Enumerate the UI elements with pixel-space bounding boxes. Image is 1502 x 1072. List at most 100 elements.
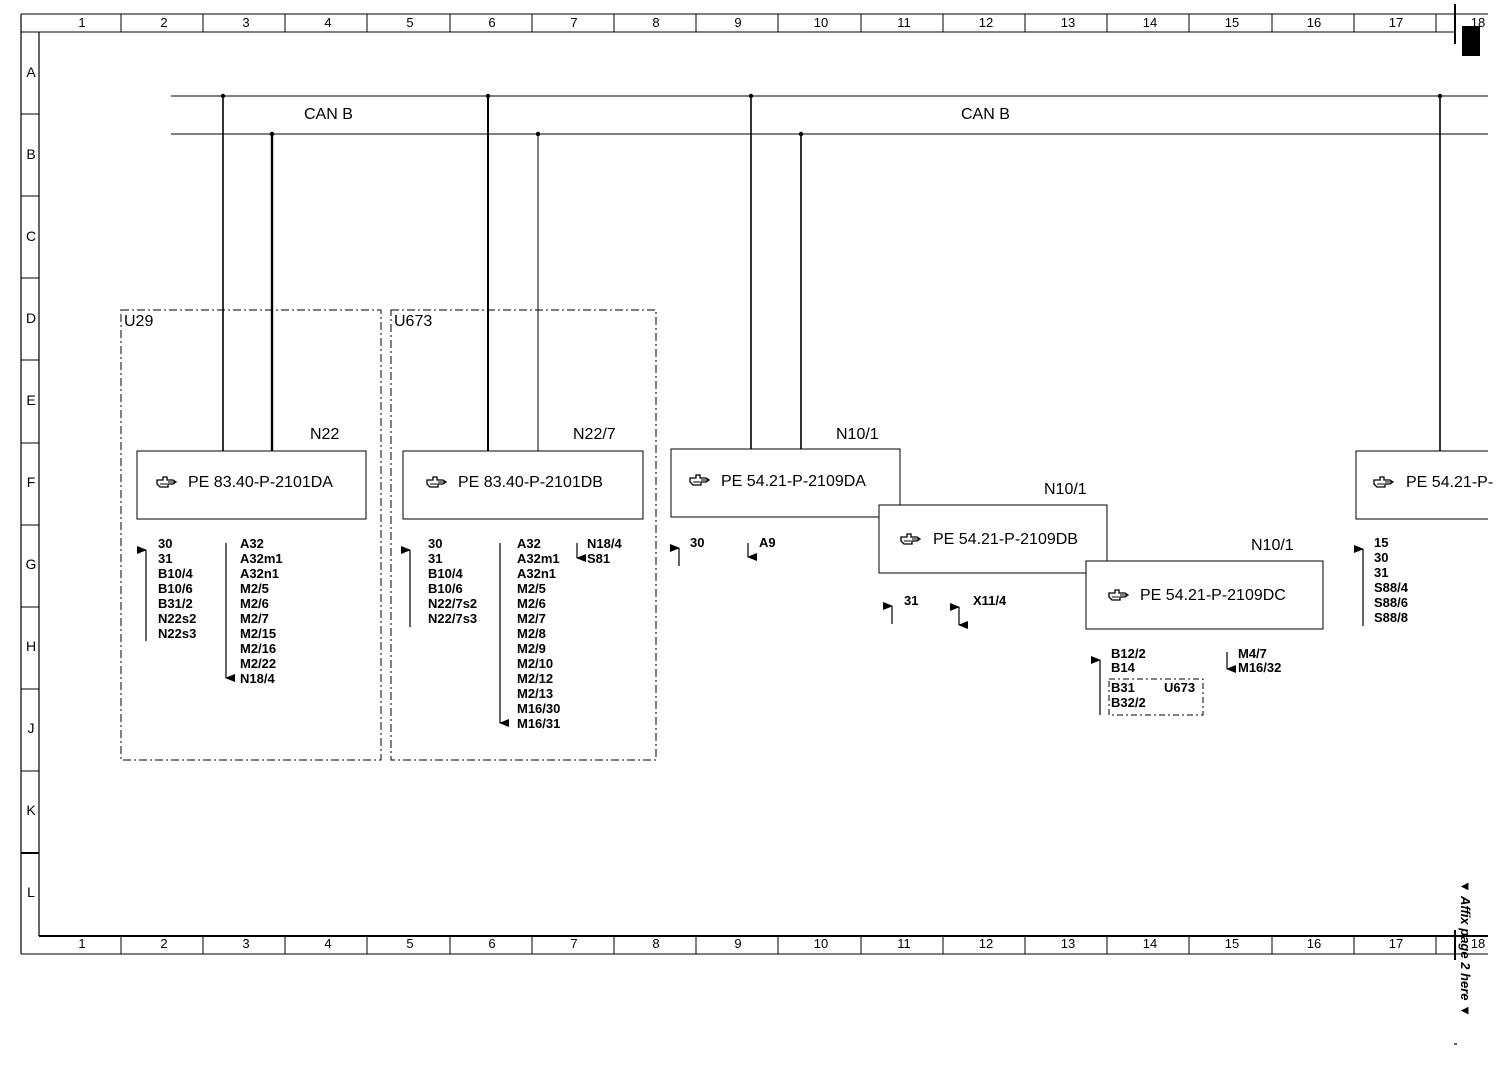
signal-label: M2/22 bbox=[240, 656, 276, 671]
module-n10-1-da-ref: PE 54.21-P-2109DA bbox=[721, 473, 866, 490]
module-n10-1-da[interactable]: N10/1 PE 54.21-P-2109DA bbox=[670, 426, 901, 518]
signal-label: M2/8 bbox=[517, 626, 546, 641]
signal-label: 30 bbox=[428, 536, 442, 551]
signal-label: N22/7s3 bbox=[428, 611, 477, 626]
signals-n10c: B12/2 B14 B31 B32/2 M4/7 M16/32 bbox=[1111, 646, 1281, 710]
module-n10-1-db-ref: PE 54.21-P-2109DB bbox=[933, 531, 1078, 548]
col-label: 9 bbox=[734, 936, 741, 951]
col-label: 2 bbox=[160, 15, 167, 30]
signal-label: M4/7 bbox=[1238, 646, 1267, 661]
module-n22[interactable]: N22 PE 83.40-P-2101DA bbox=[136, 426, 367, 520]
signal-label: B10/4 bbox=[158, 566, 193, 581]
col-label: 5 bbox=[406, 936, 413, 951]
signal-label: N22s3 bbox=[158, 626, 196, 641]
module-n22-7-name: N22/7 bbox=[573, 426, 616, 443]
signals-n22-7-out: A32 A32m1 A32n1 M2/5 M2/6 M2/7 M2/8 M2/9… bbox=[517, 536, 560, 731]
signal-label: B12/2 bbox=[1111, 646, 1146, 661]
row-label: K bbox=[26, 802, 36, 818]
signal-label: A32n1 bbox=[240, 566, 279, 581]
row-label: A bbox=[26, 64, 36, 80]
row-ticks bbox=[21, 113, 39, 854]
module-n10-1-db-name: N10/1 bbox=[1044, 481, 1087, 498]
row-labels: A B C D E F G H J K L bbox=[26, 64, 37, 900]
signal-label: B31/2 bbox=[158, 596, 193, 611]
signal-label: M16/32 bbox=[1238, 660, 1281, 675]
signals-n10b: 31 X11/4 bbox=[904, 593, 1007, 608]
module-n22-7-ref: PE 83.40-P-2101DB bbox=[458, 474, 603, 491]
col-label: 5 bbox=[406, 15, 413, 30]
signal-label: A32m1 bbox=[240, 551, 283, 566]
signals-n22-out: A32 A32m1 A32n1 M2/5 M2/6 M2/7 M2/15 M2/… bbox=[240, 536, 283, 686]
col-label: 8 bbox=[652, 15, 659, 30]
signal-label: S88/6 bbox=[1374, 595, 1408, 610]
module-n22-7[interactable]: N22/7 PE 83.40-P-2101DB bbox=[402, 426, 644, 520]
module-right-ref: PE 54.21-P- bbox=[1406, 474, 1493, 491]
signal-label: M2/12 bbox=[517, 671, 553, 686]
col-label: 10 bbox=[814, 936, 828, 951]
col-label: 15 bbox=[1225, 15, 1239, 30]
col-label: 13 bbox=[1061, 15, 1075, 30]
col-label: 14 bbox=[1143, 936, 1157, 951]
row-label: G bbox=[26, 556, 37, 572]
col-label: 7 bbox=[570, 15, 577, 30]
group-u29: U29 bbox=[120, 309, 382, 761]
col-label: 7 bbox=[570, 936, 577, 951]
group-u29-label: U29 bbox=[124, 313, 153, 330]
can-bus-label-right: CAN B bbox=[961, 106, 1010, 123]
signal-label: 31 bbox=[428, 551, 442, 566]
signal-label: N18/4 bbox=[240, 671, 275, 686]
row-label: E bbox=[26, 392, 35, 408]
signal-label: 15 bbox=[1374, 535, 1388, 550]
col-label: 4 bbox=[324, 936, 331, 951]
signals-n10a: 30 A9 bbox=[690, 535, 776, 550]
module-n22-ref: PE 83.40-P-2101DA bbox=[188, 474, 333, 491]
signal-label: B32/2 bbox=[1111, 695, 1146, 710]
module-n10-1-dc[interactable]: N10/1 PE 54.21-P-2109DC bbox=[1085, 537, 1324, 630]
signal-label: M2/6 bbox=[240, 596, 269, 611]
col-label: 18 bbox=[1471, 936, 1485, 951]
signals-n22-in: 30 31 B10/4 B10/6 B31/2 N22s2 N22s3 bbox=[158, 536, 196, 641]
signal-label: M2/9 bbox=[517, 641, 546, 656]
signal-label: B10/6 bbox=[428, 581, 463, 596]
row-label: F bbox=[27, 474, 36, 490]
signal-label: 31 bbox=[904, 593, 918, 608]
module-n22-name: N22 bbox=[310, 426, 339, 443]
signal-label: 30 bbox=[1374, 550, 1388, 565]
col-label: 3 bbox=[242, 15, 249, 30]
signal-label: M2/15 bbox=[240, 626, 276, 641]
signal-label: S81 bbox=[587, 551, 610, 566]
col-label: 11 bbox=[897, 15, 911, 30]
col-label: 16 bbox=[1307, 936, 1321, 951]
row-label: H bbox=[26, 638, 36, 654]
column-ticks bbox=[120, 14, 1437, 954]
col-label: 16 bbox=[1307, 15, 1321, 30]
group-u673-small-label: U673 bbox=[1164, 680, 1195, 695]
col-label: 17 bbox=[1389, 936, 1403, 951]
signal-label: M2/6 bbox=[517, 596, 546, 611]
row-label: J bbox=[28, 720, 35, 736]
can-bus-label-left: CAN B bbox=[304, 106, 353, 123]
col-label: 9 bbox=[734, 15, 741, 30]
row-label: C bbox=[26, 228, 36, 244]
col-label: 15 bbox=[1225, 936, 1239, 951]
signal-label: M16/31 bbox=[517, 716, 560, 731]
group-u673-label: U673 bbox=[394, 313, 432, 330]
signal-label: A32 bbox=[240, 536, 264, 551]
sheet-frame bbox=[20, 4, 1488, 960]
signal-label: X11/4 bbox=[973, 593, 1007, 608]
row-label: B bbox=[26, 146, 35, 162]
signal-label: S88/8 bbox=[1374, 610, 1408, 625]
module-n10-1-db[interactable]: N10/1 PE 54.21-P-2109DB bbox=[878, 481, 1108, 574]
module-n10-1-dc-name: N10/1 bbox=[1251, 537, 1294, 554]
signal-label: A32n1 bbox=[517, 566, 556, 581]
signal-label: M2/13 bbox=[517, 686, 553, 701]
row-label: L bbox=[27, 884, 35, 900]
module-right-partial[interactable]: PE 54.21-P- bbox=[1355, 450, 1493, 520]
col-label: 12 bbox=[979, 936, 993, 951]
signal-label: N18/4 bbox=[587, 536, 622, 551]
col-label: 1 bbox=[78, 15, 85, 30]
signal-label: 30 bbox=[690, 535, 704, 550]
column-labels-bottom: 1 2 3 4 5 6 7 8 9 10 11 12 13 14 15 16 1… bbox=[78, 936, 1485, 951]
signal-label: M2/10 bbox=[517, 656, 553, 671]
signal-label: M2/5 bbox=[240, 581, 269, 596]
